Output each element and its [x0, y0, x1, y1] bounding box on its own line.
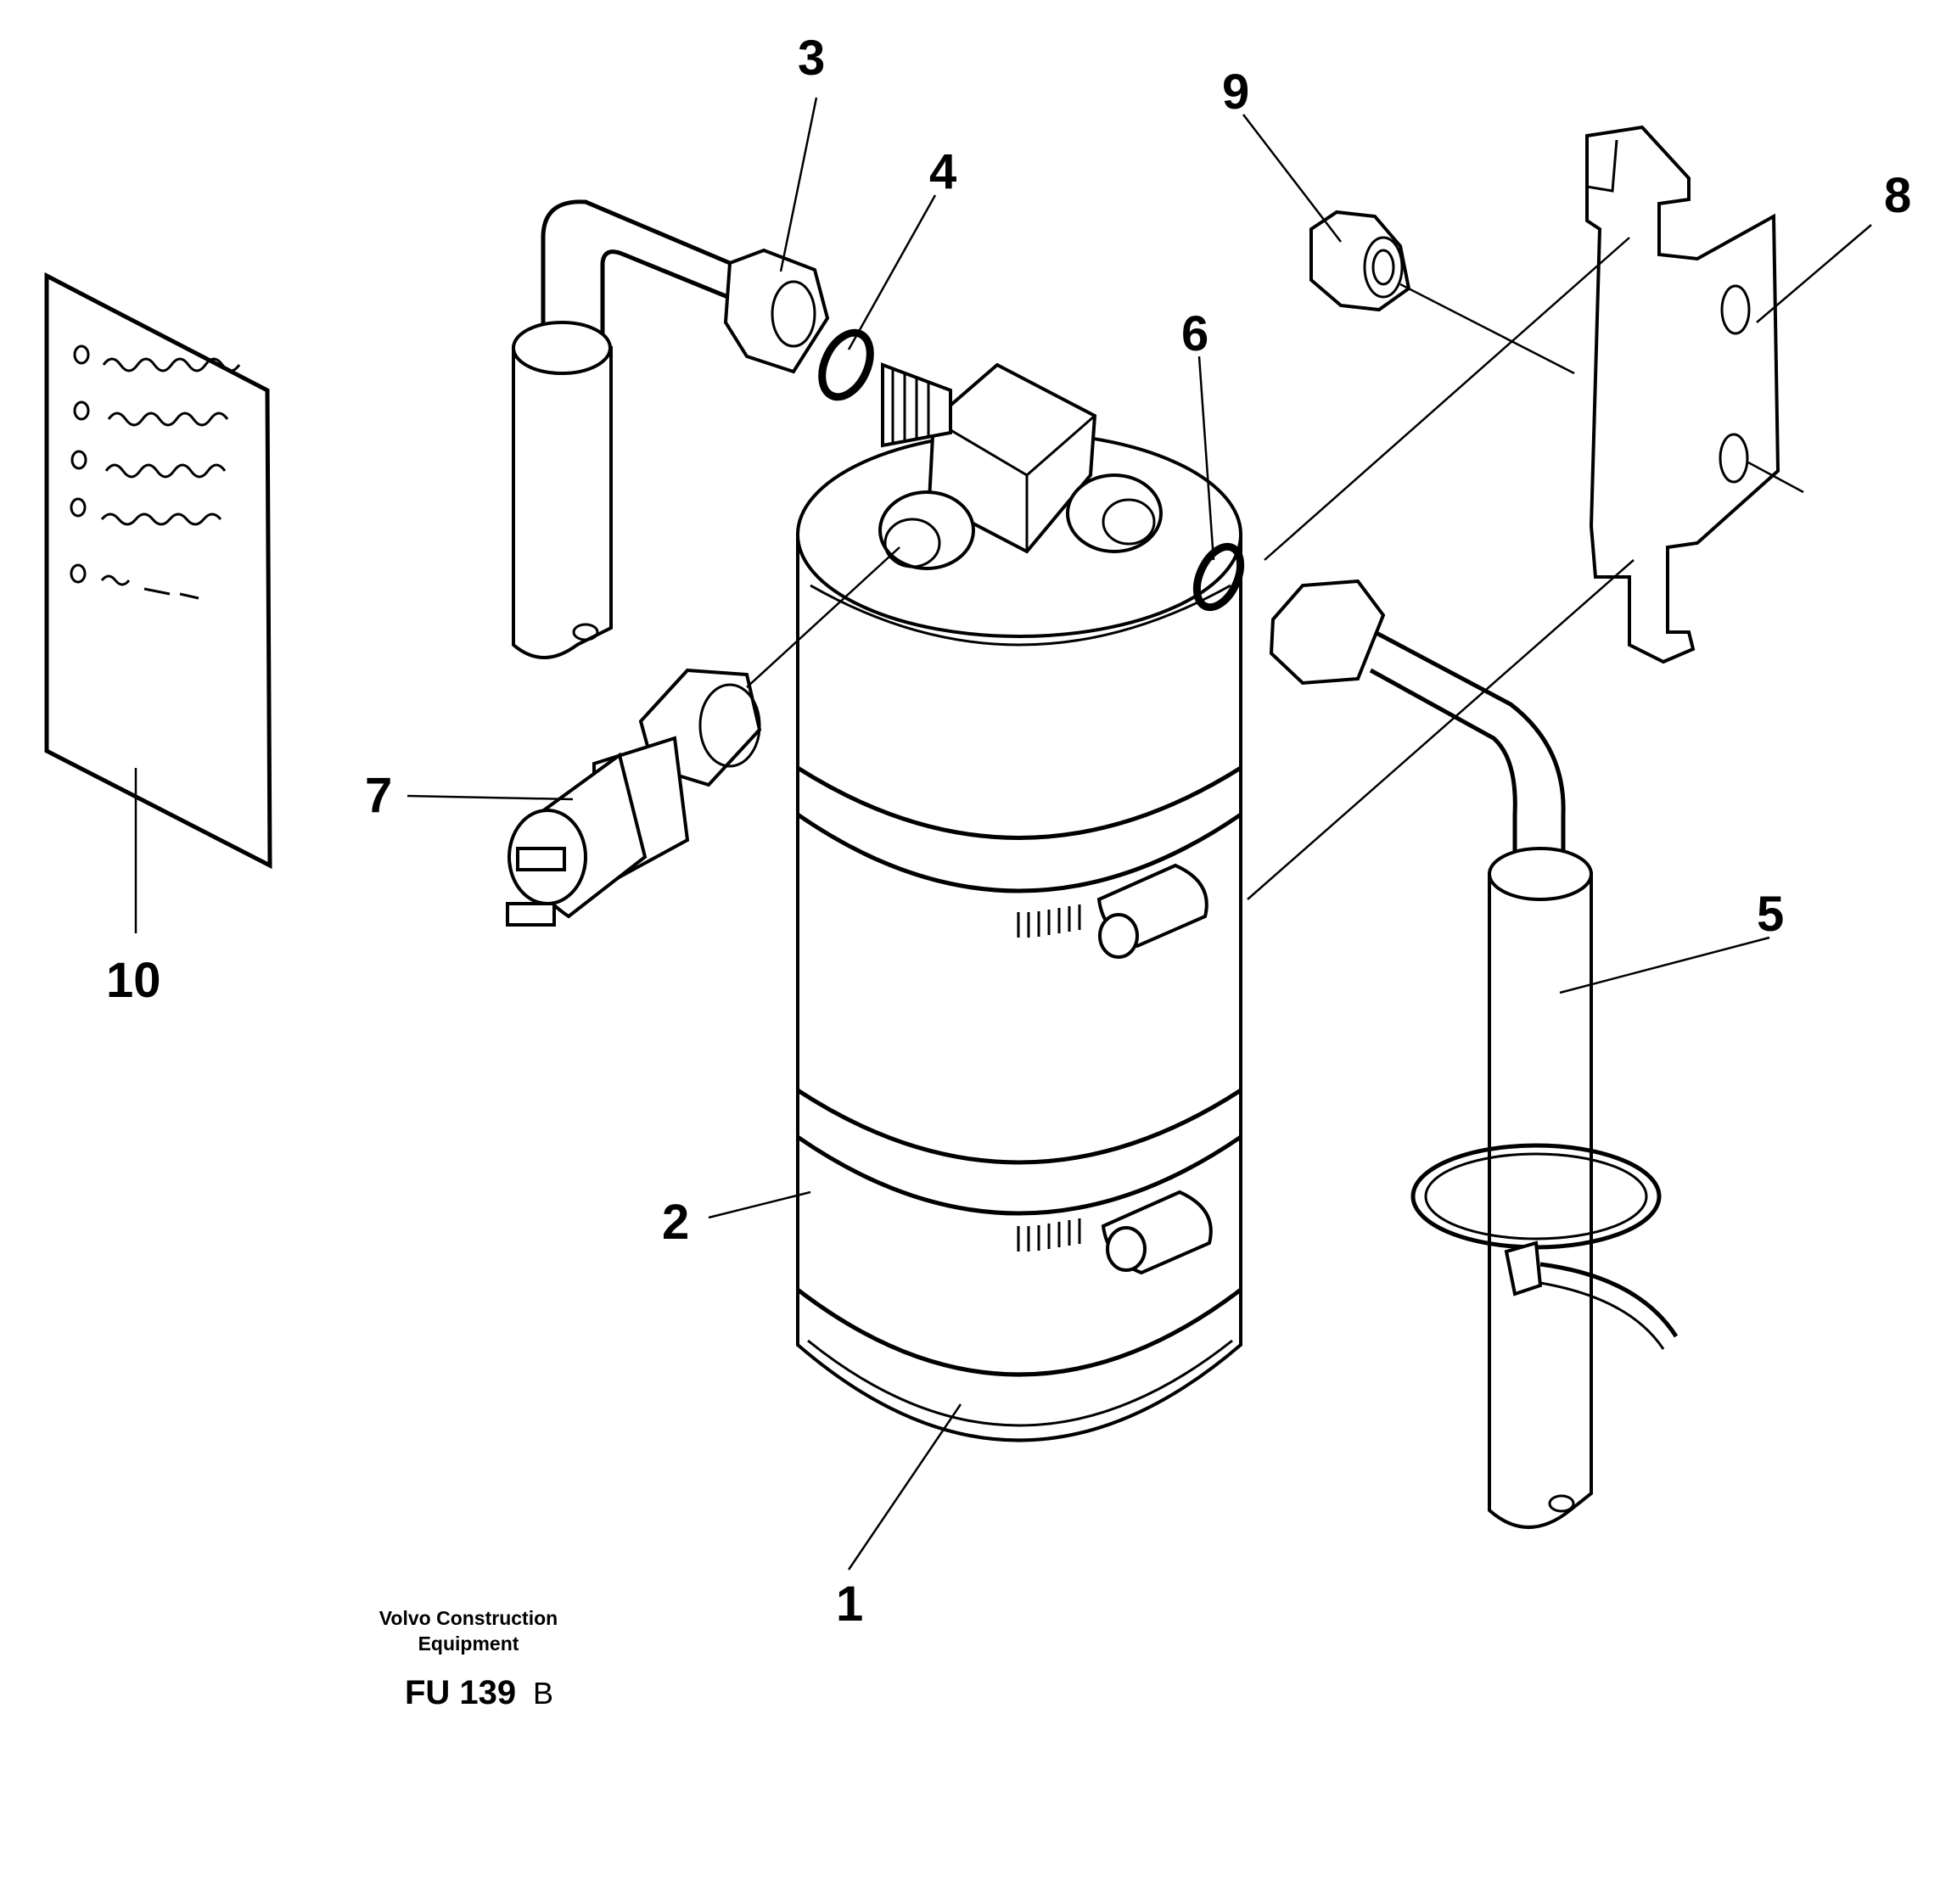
bracket: [1585, 125, 1780, 664]
callout-labels: 1 2 3 4 5 6 7 8 9 10: [106, 31, 1911, 1632]
callout-7: 7: [365, 768, 392, 823]
o-ring-right: [1192, 542, 1245, 612]
assembly-lines: [746, 237, 1804, 900]
pressure-switch: [506, 668, 762, 927]
figure-code: FU 139: [405, 1674, 516, 1711]
instruction-sheet: [44, 272, 272, 870]
footer: Volvo Construction Equipment FU 139 B: [379, 1607, 558, 1711]
hose-clamp-upper: [796, 765, 1242, 959]
o-ring-left: [818, 328, 874, 401]
hose-clamp-lower: [796, 1088, 1242, 1275]
callout-2: 2: [662, 1195, 689, 1250]
footer-line-2: Equipment: [418, 1632, 519, 1655]
callout-9: 9: [1222, 64, 1249, 120]
callout-leaders: [134, 97, 1872, 1571]
callout-1: 1: [836, 1576, 863, 1632]
callout-5: 5: [1757, 887, 1784, 942]
top-fitting: [878, 362, 1163, 570]
callout-4: 4: [929, 144, 956, 199]
callout-8: 8: [1884, 168, 1911, 223]
pipe-right: [1269, 579, 1679, 1529]
figure-code-suffix: B: [533, 1676, 553, 1711]
footer-line-1: Volvo Construction: [379, 1607, 558, 1629]
callout-10: 10: [106, 953, 161, 1008]
nut: [1309, 210, 1411, 312]
callout-3: 3: [798, 31, 825, 86]
callout-6: 6: [1181, 306, 1208, 361]
pipe-left: [512, 199, 830, 659]
